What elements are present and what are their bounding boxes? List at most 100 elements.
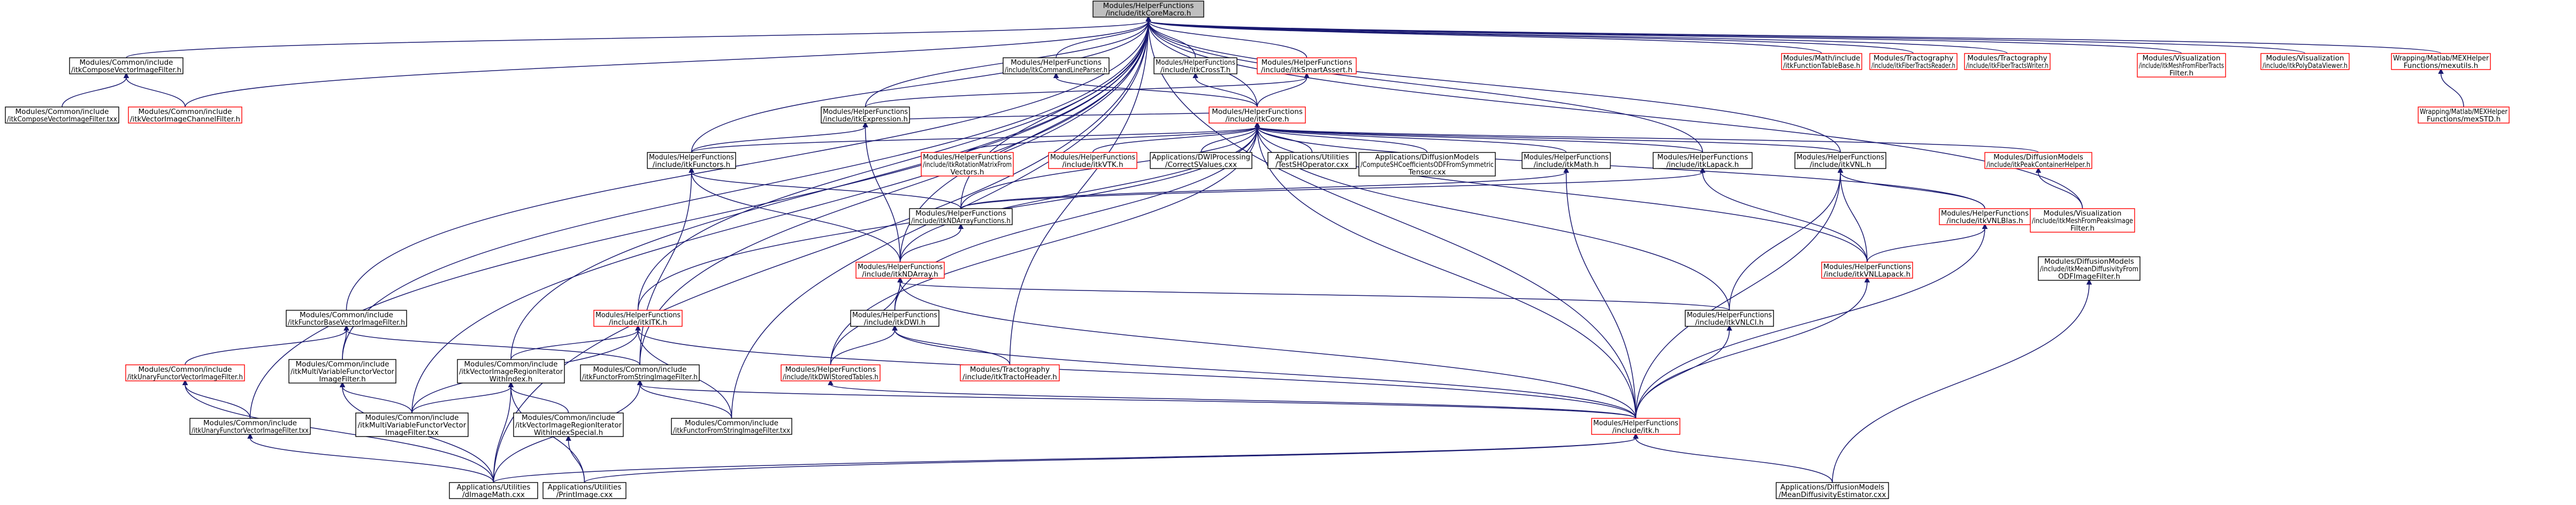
graph-node-expression[interactable]: Modules/HelperFunctions/include/itkExpre…	[821, 106, 910, 124]
graph-node-rotMatrix[interactable]: Modules/HelperFunctions/include/itkRotat…	[921, 152, 1014, 177]
node-label-line: Modules/HelperFunctions	[1524, 153, 1609, 162]
node-label-line: /itkVectorImageRegionIterator	[515, 421, 622, 430]
graph-node-correctSV[interactable]: Applications/DWIProcessing/CorrectSValue…	[1150, 152, 1252, 169]
graph-node-itkVTK[interactable]: Modules/HelperFunctions/include/itkVTK.h	[1048, 152, 1137, 169]
graph-node-tractoHeader[interactable]: Modules/Tractography/include/itkTractoHe…	[960, 364, 1060, 381]
dependency-edge-vnlCI-to-itkLast	[1635, 325, 1732, 419]
dependency-edge-itkCore-to-functors	[691, 121, 1260, 153]
graph-node-funcFromStrH[interactable]: Modules/Common/include/itkFunctorFromStr…	[580, 364, 700, 381]
node-label-line: Modules/Tractography	[970, 365, 1050, 374]
graph-node-vnlBlas[interactable]: Modules/HelperFunctions/include/itkVNLBl…	[1939, 208, 2031, 225]
dependency-edge-itkCore-to-computeSH	[1254, 121, 1428, 153]
graph-node-computeSH[interactable]: Applications/DiffusionModels/ComputeSHCo…	[1358, 152, 1496, 177]
graph-node-funcFromStrTxx[interactable]: Modules/Common/include/itkFunctorFromStr…	[671, 418, 792, 435]
dependency-edge-peakCont-to-meshPeaks	[2035, 167, 2083, 209]
node-box	[2391, 53, 2491, 70]
graph-node-funcBase[interactable]: Modules/Common/include/itkFunctorBaseVec…	[286, 310, 407, 327]
graph-node-root[interactable]: Modules/HelperFunctions/include/itkCoreM…	[1092, 1, 1204, 18]
dependency-edge-root-to-tractoHeader	[1009, 16, 1151, 365]
graph-node-lapack[interactable]: Modules/HelperFunctions/include/itkLapac…	[1653, 152, 1753, 169]
graph-node-vnl[interactable]: Modules/HelperFunctions/include/itkVNL.h	[1794, 152, 1886, 169]
dependency-edge-smartAssert-to-itkCore	[1257, 72, 1310, 108]
graph-node-mexutils[interactable]: Wrapping/Matlab/MEXHelperFunctions/mexut…	[2391, 53, 2491, 70]
node-label-line: Modules/Common/include	[80, 58, 173, 67]
node-label-line: /include/itkMath.h	[1534, 160, 1599, 169]
node-label-line: /CorrectSValues.cxx	[1165, 160, 1237, 169]
graph-node-fiberWriter[interactable]: Modules/Tractography/include/itkFiberTra…	[1964, 53, 2051, 70]
dependency-edge-lapack-to-ndArrayFunc	[960, 167, 1706, 209]
graph-node-vecChanH[interactable]: Modules/Common/include/itkVectorImageCha…	[128, 106, 242, 124]
node-label-line: /itkVectorImageRegionIterator	[459, 368, 563, 376]
graph-node-itkITK[interactable]: Modules/HelperFunctions/include/itkITK.h	[593, 310, 683, 327]
node-label-line: /include/itkVNLBlas.h	[1947, 217, 2023, 225]
node-label-line: /itkMultiVariableFunctorVector	[358, 421, 467, 430]
dependency-edge-root-to-funcBase	[346, 16, 1151, 311]
graph-node-polyViewer[interactable]: Modules/Visualization/include/itkPolyDat…	[2260, 53, 2350, 70]
graph-node-cmdLine[interactable]: Modules/HelperFunctions/include/itkComma…	[1003, 57, 1110, 74]
graph-node-itkMath[interactable]: Modules/HelperFunctions/include/itkMath.…	[1522, 152, 1611, 169]
node-label-line: Modules/Math/include	[1783, 54, 1860, 63]
dependency-edge-ndArray-to-vnlCI	[897, 277, 1730, 311]
graph-node-vnlLapack[interactable]: Modules/HelperFunctions/include/itkVNLLa…	[1821, 262, 1913, 279]
dependency-edge-itkCore-to-itkMath	[1254, 121, 1567, 153]
node-box	[647, 152, 736, 169]
graph-node-meanDiffEst[interactable]: Applications/DiffusionModels/MeanDiffusi…	[1776, 482, 1889, 499]
node-box	[1781, 53, 1862, 70]
node-box	[1984, 152, 2092, 169]
node-label-line: Modules/HelperFunctions	[1156, 58, 1235, 67]
graph-node-printImage[interactable]: Applications/Utilities/PrintImage.cxx	[542, 482, 626, 499]
graph-nodes: Modules/HelperFunctions/include/itkCoreM…	[5, 1, 2510, 499]
node-label-line: /include/itkDWI.h	[864, 318, 926, 327]
dependency-edge-odfDiff-to-meanDiffEst	[1832, 279, 2092, 483]
graph-node-mathFuncTable[interactable]: Modules/Math/include/itkFunctionTableBas…	[1781, 53, 1862, 70]
graph-node-testSH[interactable]: Applications/Utilities/TestSHOperator.cx…	[1267, 152, 1357, 169]
node-label-line: WithIndex.h	[490, 375, 533, 384]
node-label-line: Modules/Common/include	[16, 108, 109, 116]
node-label-line: Filter.h	[2070, 224, 2095, 233]
node-box	[2030, 208, 2135, 233]
node-label-line: /include/itkRotationMatrixFrom	[923, 160, 1012, 169]
graph-node-composeVecTxx[interactable]: Modules/Common/include/itkComposeVectorI…	[5, 106, 119, 124]
graph-node-vecRegionIter[interactable]: Modules/Common/include/itkVectorImageReg…	[457, 359, 565, 384]
node-label-line: Modules/HelperFunctions	[1011, 58, 1102, 67]
graph-node-mexSTD[interactable]: Wrapping/Matlab/MEXHelperFunctions/mexST…	[2418, 106, 2510, 124]
graph-node-multiVarTxx[interactable]: Modules/Common/include/itkMultiVariableF…	[355, 412, 469, 437]
graph-node-meshFiber[interactable]: Modules/Visualization/include/itkMeshFro…	[2137, 53, 2226, 78]
node-box	[671, 418, 792, 435]
graph-node-itkCore[interactable]: Modules/HelperFunctions/include/itkCore.…	[1209, 106, 1306, 124]
node-label-line: /include/itkCore.h	[1226, 115, 1289, 124]
node-label-line: Vectors.h	[951, 168, 984, 177]
node-box	[850, 310, 939, 327]
dependency-edge-vecRegionSpecial-to-printImage	[565, 435, 585, 483]
graph-node-fiberReader[interactable]: Modules/Tractography/include/itkFiberTra…	[1869, 53, 1958, 70]
dependency-edge-vecRegionIter-to-dImageMath	[493, 381, 514, 483]
graph-node-meshPeaks[interactable]: Modules/Visualization/include/itkMeshFro…	[2030, 208, 2135, 233]
dependency-edge-itkCore-to-correctSV	[1201, 121, 1260, 153]
graph-node-odfDiff[interactable]: Modules/DiffusionModels/include/itkMeanD…	[2038, 256, 2141, 281]
dependency-edge-itkMath-to-ndArrayFunc	[960, 167, 1569, 209]
graph-node-unaryVecH[interactable]: Modules/Common/include/itkUnaryFunctorVe…	[125, 364, 245, 381]
graph-node-vecRegionSpecial[interactable]: Modules/Common/include/itkVectorImageReg…	[513, 412, 624, 437]
dependency-edge-ndArray-to-itkLast	[897, 277, 1637, 419]
graph-node-functors[interactable]: Modules/HelperFunctions/include/itkFunct…	[647, 152, 736, 169]
node-label-line: Modules/HelperFunctions	[915, 209, 1006, 218]
graph-node-composeVecH[interactable]: Modules/Common/include/itkComposeVectorI…	[69, 57, 184, 74]
graph-node-smartAssert[interactable]: Modules/HelperFunctions/include/itkSmart…	[1257, 57, 1357, 74]
dependency-edge-root-to-functors	[691, 16, 1151, 153]
graph-node-dwiStored[interactable]: Modules/HelperFunctions/include/itkDWISt…	[781, 364, 881, 381]
graph-node-unaryVecTxx[interactable]: Modules/Common/include/itkUnaryFunctorVe…	[189, 418, 311, 435]
graph-node-ndArray[interactable]: Modules/HelperFunctions/include/itkNDArr…	[855, 262, 945, 279]
node-label-line: /include/itk.h	[1612, 426, 1660, 435]
node-label-line: Modules/HelperFunctions	[823, 108, 908, 116]
node-label-line: /include/itkFunctors.h	[653, 160, 730, 169]
graph-node-crossT[interactable]: Modules/HelperFunctions/include/itkCross…	[1153, 57, 1237, 74]
graph-node-ndArrayFunc[interactable]: Modules/HelperFunctions/include/itkNDArr…	[909, 208, 1013, 225]
graph-node-itkLast[interactable]: Modules/HelperFunctions/include/itk.h	[1591, 418, 1680, 435]
graph-node-dwiI[interactable]: Modules/HelperFunctions/include/itkDWI.h	[850, 310, 939, 327]
node-box	[513, 412, 624, 437]
graph-node-vnlCI[interactable]: Modules/HelperFunctions/include/itkVNLCI…	[1685, 310, 1774, 327]
node-label-line: Modules/HelperFunctions	[1103, 2, 1194, 10]
graph-node-peakCont[interactable]: Modules/DiffusionModels/include/itkPeakC…	[1984, 152, 2092, 169]
graph-node-multiVarH[interactable]: Modules/Common/include/itkMultiVariableF…	[288, 359, 396, 384]
graph-node-dImageMath[interactable]: Applications/Utilities/dImageMath.cxx	[449, 482, 538, 499]
